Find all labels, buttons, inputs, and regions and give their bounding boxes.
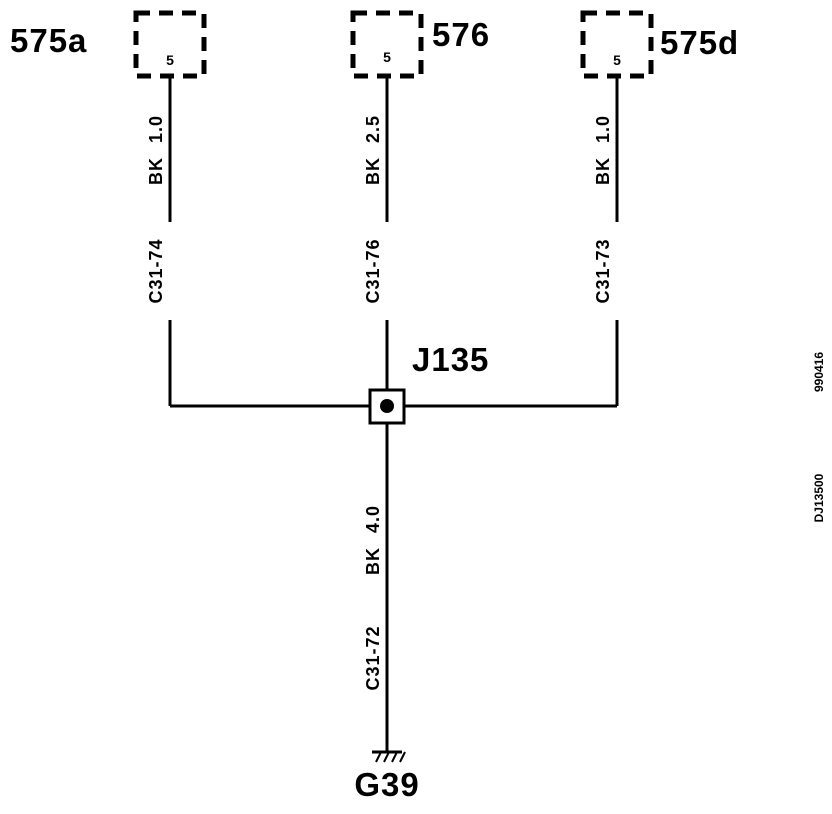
- wire-c31-76: BK2.5 C31-76: [363, 78, 389, 390]
- connector-575a-label: 575a: [10, 22, 87, 59]
- splice-j135: J135: [368, 341, 489, 425]
- connector-575a: 5 575a: [10, 10, 207, 79]
- splice-dot: [380, 399, 394, 413]
- reference-code-2: 990416: [812, 352, 826, 392]
- connector-575d-pin: 5: [613, 52, 621, 68]
- wire-c31-72-circuit: C31-72: [363, 625, 383, 690]
- reference-code-1: DJ13500: [812, 473, 826, 522]
- ground-g39: G39: [354, 750, 419, 803]
- wire-c31-74-circuit: C31-74: [146, 238, 166, 303]
- wire-c31-72: BK4.0 C31-72: [363, 423, 389, 752]
- connector-575d-box: [580, 10, 654, 79]
- connector-576-pin: 5: [383, 49, 391, 65]
- wire-c31-73-spec: BK1.0: [593, 115, 613, 185]
- connector-576-box: [350, 10, 424, 79]
- splice-box: [368, 388, 406, 425]
- wire-c31-76-spec: BK2.5: [363, 115, 383, 185]
- connector-575d: 5 575d: [580, 10, 739, 79]
- wire-c31-72-spec: BK4.0: [363, 505, 383, 575]
- ground-label: G39: [354, 766, 419, 803]
- connector-575a-box: [133, 10, 207, 79]
- wire-c31-73: BK1.0 C31-73: [404, 78, 619, 408]
- connector-575a-pin: 5: [166, 52, 174, 68]
- wire-c31-76-circuit: C31-76: [363, 238, 383, 303]
- connector-576: 5 576: [350, 10, 490, 79]
- wire-c31-73-circuit: C31-73: [593, 238, 613, 303]
- wire-c31-74-spec: BK1.0: [146, 115, 166, 185]
- wire-c31-74: BK1.0 C31-74: [146, 78, 370, 408]
- splice-label: J135: [412, 341, 489, 378]
- reference-codes: DJ13500 990416: [812, 352, 826, 523]
- connector-575d-label: 575d: [660, 24, 739, 61]
- connector-576-label: 576: [432, 16, 490, 53]
